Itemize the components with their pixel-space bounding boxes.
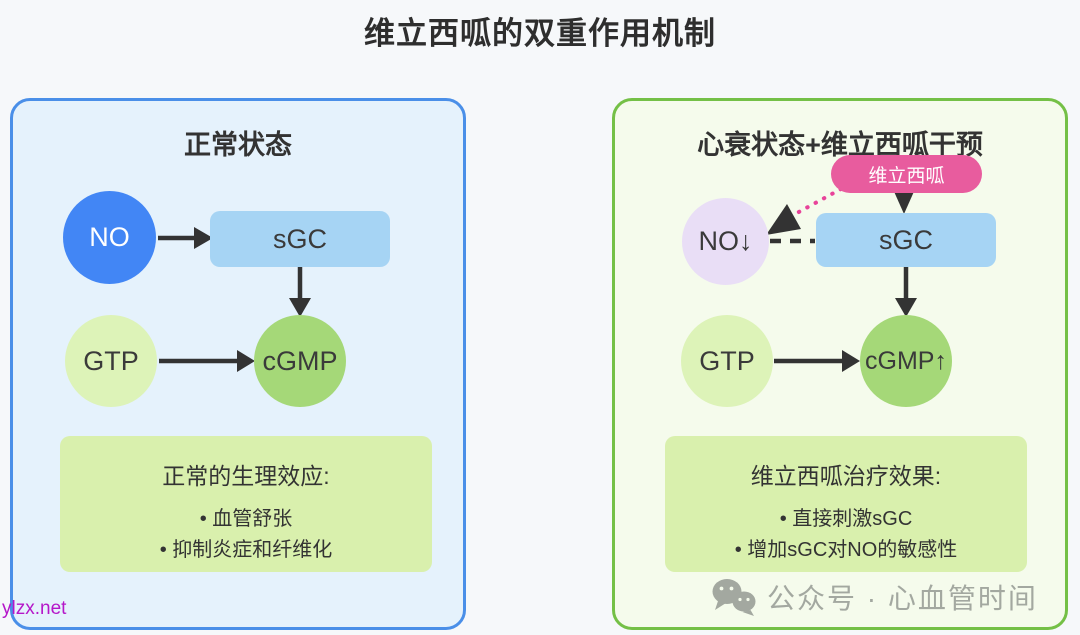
node-sgc: sGC — [816, 213, 996, 267]
effects-box-treatment: 维立西呱治疗效果: • 直接刺激sGC • 增加sGC对NO的敏感性 — [665, 436, 1027, 572]
watermark-text: 公众号 · 心血管时间 — [767, 583, 1038, 614]
effects-title: 正常的生理效应: — [162, 463, 330, 489]
panel-normal-title: 正常状态 — [184, 130, 292, 160]
panel-treatment-state: 心衰状态+维立西呱干预 维立西呱 NO↓ sGC GTP cGMP↑ 维立西呱治… — [612, 98, 1068, 630]
effects-item: • 抑制炎症和纤维化 — [159, 539, 333, 561]
arrow-gtp-to-cgmp — [159, 350, 255, 372]
watermark: 公众号 · 心血管时间 — [711, 577, 1038, 617]
node-no-decreased: NO↓ — [682, 198, 769, 285]
node-cgmp: cGMP — [254, 315, 346, 407]
site-link[interactable]: ylzx.net — [2, 598, 67, 619]
node-gtp: GTP — [65, 315, 157, 407]
drug-pill-vericiguat: 维立西呱 — [831, 155, 982, 193]
arrow-sgc-to-cgmp — [895, 267, 917, 317]
wechat-icon — [712, 579, 756, 616]
arrow-sgc-to-cgmp — [289, 267, 311, 317]
arrow-gtp-to-cgmp — [774, 350, 860, 372]
effects-item: • 血管舒张 — [199, 508, 293, 530]
node-sgc: sGC — [210, 211, 390, 267]
effects-item: • 直接刺激sGC — [779, 508, 913, 530]
node-no: NO — [63, 191, 156, 284]
page-title: 维立西呱的双重作用机制 — [364, 16, 716, 51]
effects-box-normal: 正常的生理效应: • 血管舒张 • 抑制炎症和纤维化 — [60, 436, 432, 572]
panel-treatment-title: 心衰状态+维立西呱干预 — [697, 130, 983, 160]
node-cgmp-increased: cGMP↑ — [860, 315, 952, 407]
arrow-no-to-sgc — [158, 227, 213, 249]
effects-item: • 增加sGC对NO的敏感性 — [734, 539, 958, 561]
node-gtp: GTP — [681, 315, 773, 407]
effects-title: 维立西呱治疗效果: — [750, 463, 942, 489]
panel-normal-state: 正常状态 NO sGC GTP cGMP 正常的生理效应: • 血管舒张 • 抑… — [10, 98, 466, 630]
